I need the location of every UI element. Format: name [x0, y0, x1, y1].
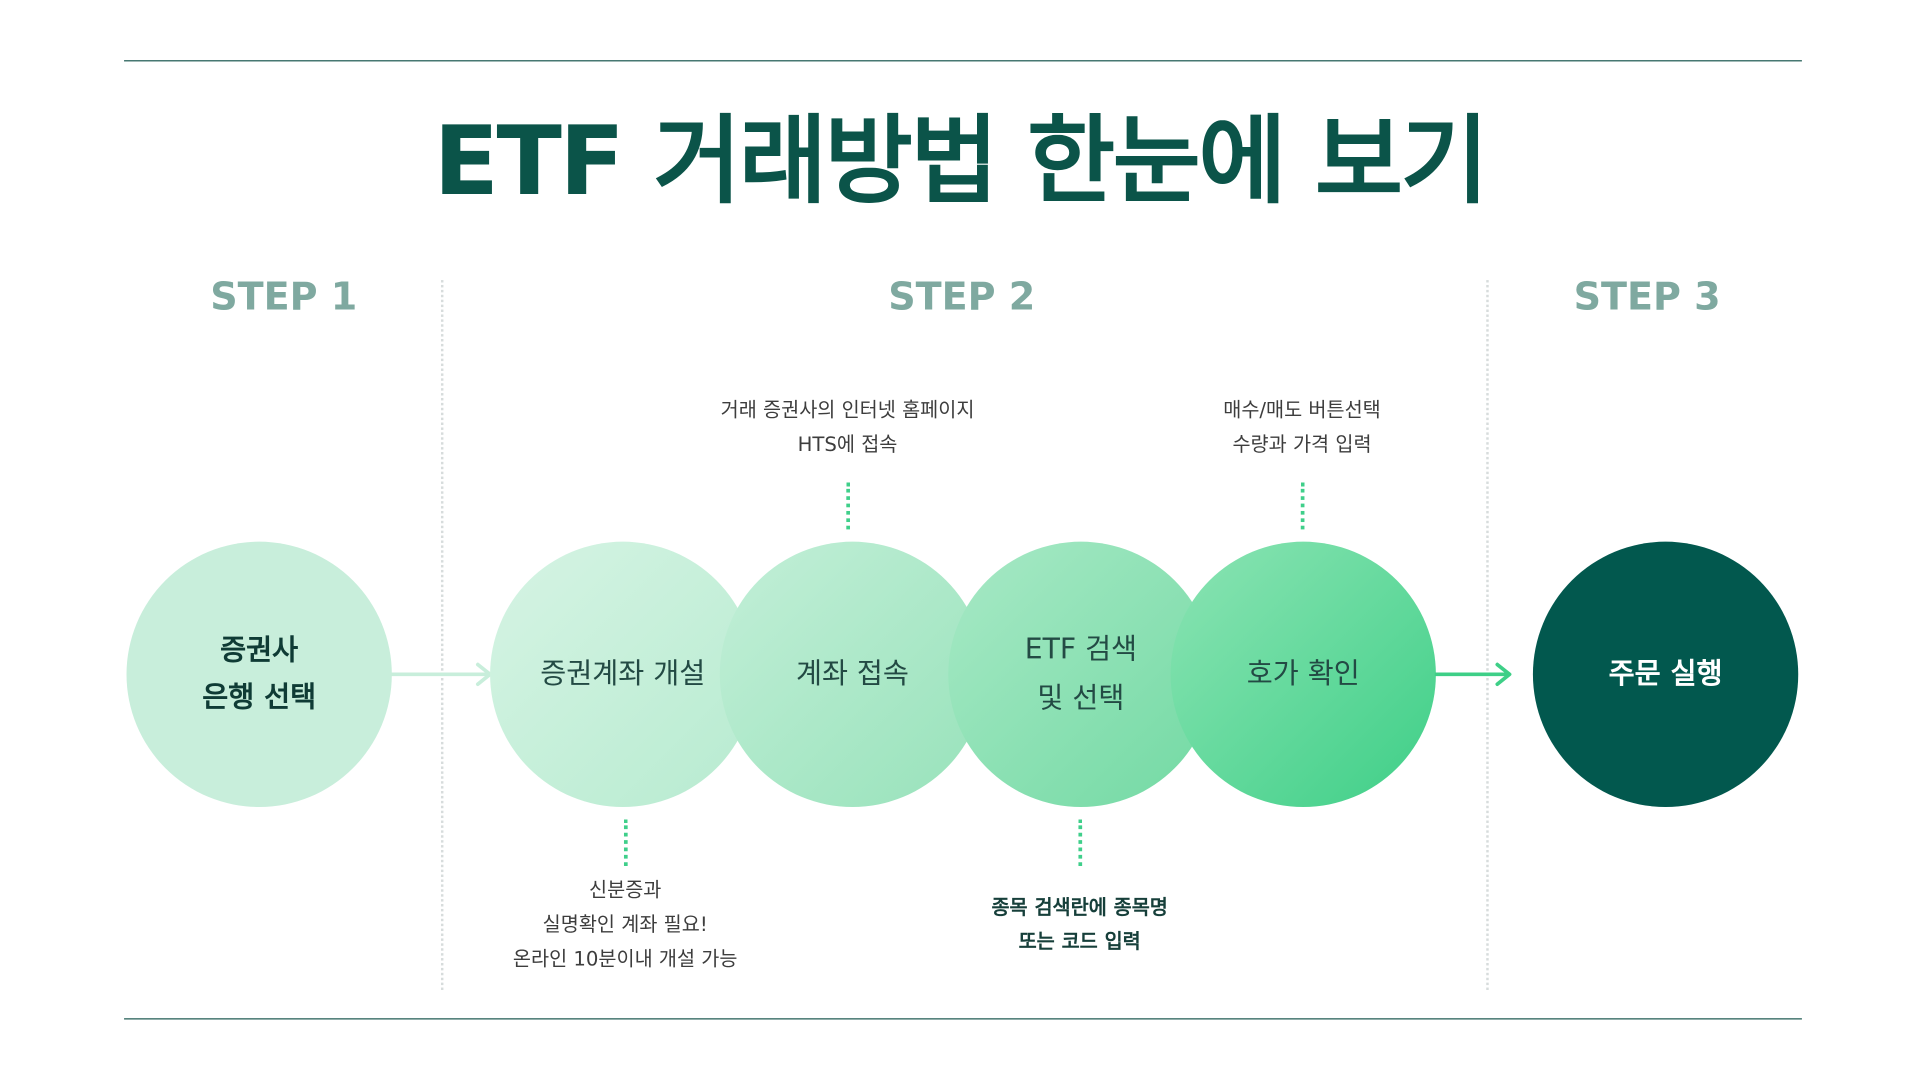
circle-place-order: 주문 실행 [1532, 541, 1799, 807]
bank-line1: 증권사 [220, 635, 299, 667]
circle-check-quote: 호가 확인 [1170, 541, 1436, 807]
note-connect-line2: HTS에 접속 [797, 432, 898, 456]
top-divider [124, 60, 1802, 62]
arrow-right-icon [1434, 662, 1512, 687]
bank-line2: 은행 선택 [202, 681, 317, 714]
step-separator-2 [1486, 280, 1489, 991]
note-search-line1: 종목 검색란에 종목명 [991, 895, 1168, 919]
note-open-account-line1: 신분증과 [589, 878, 662, 902]
connector-quote [1300, 482, 1305, 530]
note-connect-line1: 거래 증권사의 인터넷 홈페이지 [720, 397, 975, 422]
order-label: 주문 실행 [1608, 658, 1723, 691]
connect-label: 계좌 접속 [795, 658, 909, 691]
note-search-line2: 또는 코드 입력 [1018, 929, 1141, 954]
search-line2: 및 선택 [1037, 682, 1125, 715]
connector-search [1078, 819, 1083, 866]
step-1-label: STEP 1 [210, 275, 358, 320]
circle-connect-account: 계좌 접속 [719, 541, 986, 807]
step-3-label: STEP 3 [1573, 275, 1721, 320]
note-open-account-line3: 온라인 10분이내 개설 가능 [512, 947, 738, 971]
bottom-divider [124, 1018, 1802, 1020]
connector-open-account [623, 819, 628, 866]
search-line1: ETF 검색 [1024, 633, 1138, 666]
open-account-label: 증권계좌 개설 [540, 658, 706, 691]
note-quote-line2: 수량과 가격 입력 [1232, 432, 1372, 456]
step-separator-1 [440, 280, 444, 991]
connector-connect [846, 482, 850, 530]
step-2-chain: 증권계좌 개설 계좌 접속 ETF 검색 및 선택 호가 확인 [490, 541, 1436, 807]
circle-open-account: 증권계좌 개설 [490, 541, 756, 807]
arrow-right-icon [390, 662, 492, 687]
note-connect: 거래 증권사의 인터넷 홈페이지 HTS에 접속 [651, 393, 1044, 462]
note-quote: 매수/매도 버튼선택 수량과 가격 입력 [1105, 393, 1498, 462]
note-open-account-line2: 실명확인 계좌 필요! [542, 912, 708, 936]
note-quote-line1: 매수/매도 버튼선택 [1223, 397, 1381, 422]
circle-etf-search: ETF 검색 및 선택 [948, 541, 1214, 807]
quote-label: 호가 확인 [1246, 658, 1360, 691]
note-search: 종목 검색란에 종목명 또는 코드 입력 [883, 891, 1276, 960]
note-open-account: 신분증과 실명확인 계좌 필요! 온라인 10분이내 개설 가능 [429, 873, 822, 976]
page-title: ETF 거래방법 한눈에 보기 [433, 106, 1489, 218]
step-2-label: STEP 2 [888, 275, 1036, 320]
circle-bank-select: 증권사 은행 선택 [126, 541, 392, 807]
